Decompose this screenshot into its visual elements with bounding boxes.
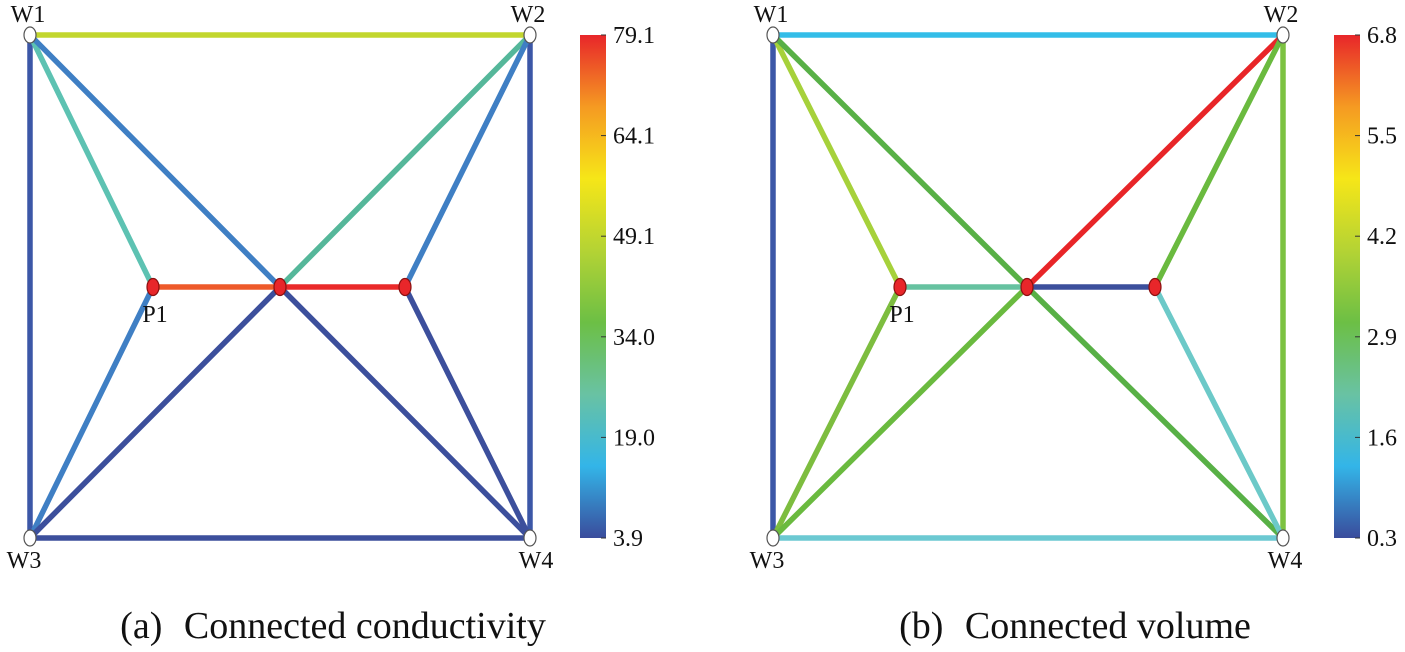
edge-w4-r bbox=[1152, 284, 1286, 541]
node-label-p1: P1 bbox=[889, 302, 914, 328]
edge-w4-c bbox=[1024, 284, 1286, 541]
node-label-w4: W4 bbox=[1268, 548, 1303, 574]
node-label-w3: W3 bbox=[750, 548, 785, 574]
edge-w1-c bbox=[770, 32, 1030, 290]
panel-caption: (a) Connected conductivity bbox=[120, 605, 546, 647]
node-w3 bbox=[23, 529, 37, 547]
edge-w2-c bbox=[1024, 32, 1286, 290]
node-label-w1: W1 bbox=[754, 2, 789, 28]
node-w2 bbox=[523, 26, 537, 44]
node-p1 bbox=[146, 277, 160, 297]
colorbar: 6.8 5.5 4.2 2.9 1.6 0.3 bbox=[1334, 23, 1397, 552]
edge-w1-c bbox=[27, 32, 283, 290]
node-r bbox=[398, 277, 412, 297]
node-label-p1: P1 bbox=[142, 302, 167, 328]
node-w1 bbox=[23, 26, 37, 44]
edge-w3-c bbox=[27, 284, 283, 541]
caption-letter: (b) bbox=[899, 605, 943, 647]
colorbar-tick-label: 1.6 bbox=[1367, 425, 1397, 451]
node-label-w2: W2 bbox=[511, 2, 546, 28]
caption-letter: (a) bbox=[120, 605, 162, 647]
colorbar-ticks: 79.1 64.1 49.1 34.0 19.0 3.9 bbox=[601, 23, 655, 552]
colorbar: 79.1 64.1 49.1 34.0 19.0 3.9 bbox=[580, 23, 655, 552]
node-w3 bbox=[766, 529, 780, 547]
node-w1 bbox=[766, 26, 780, 44]
colorbar-tick-label: 49.1 bbox=[613, 224, 655, 250]
colorbar-ticks: 6.8 5.5 4.2 2.9 1.6 0.3 bbox=[1355, 23, 1397, 552]
caption-text: Connected volume bbox=[965, 605, 1251, 647]
node-label-w3: W3 bbox=[7, 548, 42, 574]
node-label-w2: W2 bbox=[1264, 2, 1299, 28]
edge-w2-r bbox=[1152, 32, 1286, 290]
node-r bbox=[1148, 277, 1162, 297]
panel-caption: (b) Connected volume bbox=[899, 605, 1251, 647]
edge-w3-p1 bbox=[770, 284, 903, 541]
network-nodes bbox=[23, 26, 537, 547]
colorbar-tick-label: 0.3 bbox=[1367, 526, 1397, 552]
node-p1 bbox=[893, 277, 907, 297]
node-w2 bbox=[1276, 26, 1290, 44]
colorbar-tick-label: 4.2 bbox=[1367, 224, 1397, 250]
edge-w1-p1 bbox=[27, 32, 156, 290]
node-label-w4: W4 bbox=[519, 548, 554, 574]
colorbar-tick-label: 3.9 bbox=[613, 526, 643, 552]
network-edges bbox=[27, 32, 533, 541]
node-c bbox=[273, 277, 287, 297]
node-c bbox=[1020, 277, 1034, 297]
node-w4 bbox=[1276, 529, 1290, 547]
edge-w2-r bbox=[402, 32, 533, 290]
edge-w4-c bbox=[277, 284, 533, 541]
colorbar-tick-label: 6.8 bbox=[1367, 23, 1397, 49]
colorbar-tick-label: 2.9 bbox=[1367, 325, 1397, 351]
edge-w2-c bbox=[277, 32, 533, 290]
edge-w4-r bbox=[402, 284, 533, 541]
network-nodes bbox=[766, 26, 1290, 547]
colorbar-gradient bbox=[1334, 35, 1360, 538]
edge-w3-c bbox=[770, 284, 1030, 541]
colorbar-tick-label: 79.1 bbox=[613, 23, 655, 49]
colorbar-tick-label: 64.1 bbox=[613, 124, 655, 150]
node-w4 bbox=[523, 529, 537, 547]
network-edges bbox=[770, 32, 1286, 541]
colorbar-tick-label: 34.0 bbox=[613, 325, 655, 351]
edge-w1-p1 bbox=[770, 32, 903, 290]
edge-w3-p1 bbox=[27, 284, 156, 541]
colorbar-gradient bbox=[580, 35, 606, 538]
colorbar-tick-label: 5.5 bbox=[1367, 124, 1397, 150]
node-label-w1: W1 bbox=[11, 2, 46, 28]
colorbar-tick-label: 19.0 bbox=[613, 425, 655, 451]
caption-text: Connected conductivity bbox=[184, 605, 546, 647]
